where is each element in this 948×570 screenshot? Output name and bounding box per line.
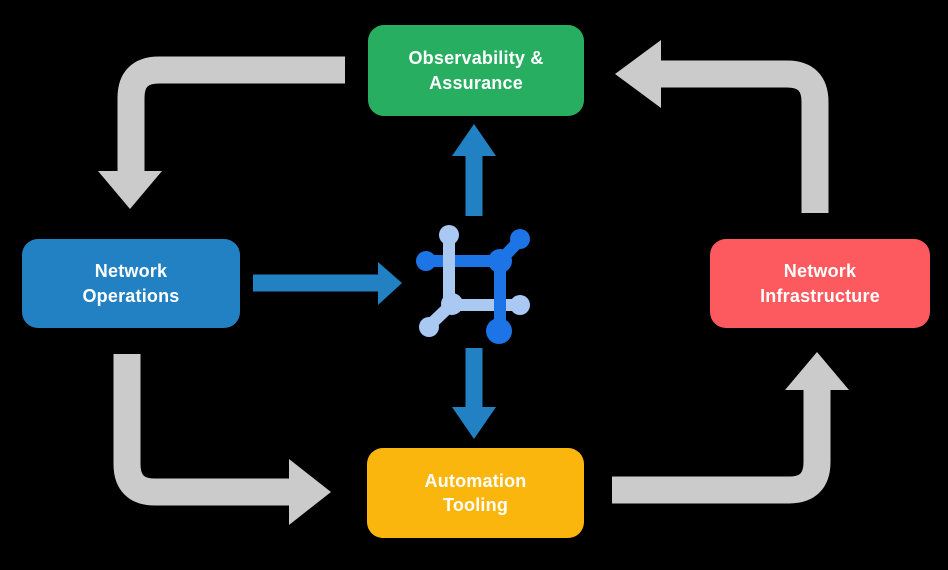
network-mesh-icon bbox=[416, 225, 530, 344]
node-label-line: Assurance bbox=[429, 72, 523, 93]
arrow-operations-to-automation bbox=[113, 354, 331, 525]
arrow-operations-to-center bbox=[253, 262, 402, 305]
arrow-automation-to-infrastructure bbox=[612, 352, 849, 504]
arrow-observability-to-operations bbox=[98, 56, 345, 209]
node-label-line: Network bbox=[783, 261, 857, 282]
node-label-line: Operations bbox=[82, 285, 180, 306]
node-label-line: Network bbox=[94, 261, 168, 282]
node-automation-tooling: Automation Tooling bbox=[367, 448, 584, 538]
node-label-line: Tooling bbox=[442, 495, 509, 515]
node-label: Observability & Assurance bbox=[408, 46, 543, 95]
arrow-center-to-observability bbox=[452, 124, 496, 216]
node-observability-assurance: Observability & Assurance bbox=[368, 25, 584, 116]
node-label: Automation Tooling bbox=[425, 469, 527, 518]
node-label: Network Operations bbox=[82, 259, 179, 308]
node-network-infrastructure: Network Infrastructure bbox=[710, 239, 930, 328]
node-label: Network Infrastructure bbox=[760, 259, 880, 308]
node-label-line: Infrastructure bbox=[760, 285, 880, 306]
arrow-center-to-automation bbox=[452, 348, 496, 439]
node-label-line: Observability & bbox=[408, 48, 544, 69]
arrow-infrastructure-to-observability bbox=[615, 40, 829, 213]
node-label-line: Automation bbox=[424, 470, 527, 491]
node-network-operations: Network Operations bbox=[22, 239, 240, 328]
